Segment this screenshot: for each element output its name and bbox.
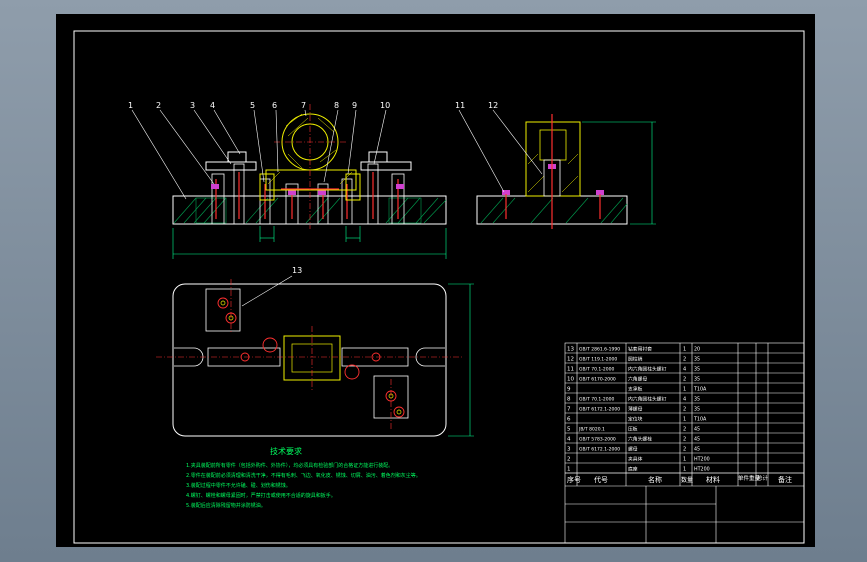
parts-cell-no: 4 xyxy=(567,437,571,443)
parts-cell-material: 35 xyxy=(694,367,700,373)
parts-cell-code: GB/T 6172.1-2000 xyxy=(579,447,620,453)
col-total-weight-label: 总计 xyxy=(757,474,769,482)
parts-cell-material: HT200 xyxy=(694,467,710,473)
tech-requirements-title: 技术要求 xyxy=(270,446,302,456)
tech-line-4: 4.螺钉、螺栓和螺母紧固时，严禁打击或使用不合适的旋具和扳手。 xyxy=(186,492,336,499)
parts-cell-no: 9 xyxy=(567,387,571,393)
parts-cell-no: 8 xyxy=(567,397,571,403)
tech-line-5: 5.装配后应清除残留物并涂防锈油。 xyxy=(186,502,266,509)
parts-cell-no: 5 xyxy=(567,427,571,433)
callout-6: 6 xyxy=(272,101,277,110)
parts-cell-material: 20 xyxy=(694,347,700,353)
parts-cell-name: 螺母 xyxy=(628,446,638,453)
parts-cell-code: GB/T 2861.6-1990 xyxy=(579,347,620,353)
front-view xyxy=(131,104,447,259)
parts-cell-material: 45 xyxy=(694,447,700,453)
callout-3: 3 xyxy=(190,101,195,110)
callout-8: 8 xyxy=(334,101,339,110)
parts-cell-qty: 2 xyxy=(683,447,686,453)
parts-cell-material: 35 xyxy=(694,377,700,383)
parts-cell-no: 11 xyxy=(567,367,574,373)
parts-cell-name: 底座 xyxy=(628,466,638,473)
callout-9: 9 xyxy=(352,101,357,110)
parts-cell-qty: 2 xyxy=(683,377,686,383)
parts-cell-name: 内六角圆柱头螺钉 xyxy=(628,396,667,403)
callout-4: 4 xyxy=(210,101,215,110)
parts-cell-qty: 4 xyxy=(683,367,686,373)
parts-cell-name: 六角螺母 xyxy=(628,376,647,383)
title-block-header: 序号 代号 名称 数量 材料 单件重量 总计 备注 xyxy=(567,474,792,484)
parts-cell-material: HT200 xyxy=(694,457,710,463)
callout-7: 7 xyxy=(301,101,306,110)
parts-cell-code: GB/T 70.1-2000 xyxy=(579,367,615,373)
tech-line-3: 3.装配过程中零件不允许磕、碰、划伤和锈蚀。 xyxy=(186,482,291,489)
parts-cell-no: 7 xyxy=(567,407,571,413)
parts-cell-qty: 1 xyxy=(683,347,686,353)
parts-cell-material: T10A xyxy=(693,387,707,393)
callout-12: 12 xyxy=(488,101,498,110)
parts-cell-qty: 2 xyxy=(683,427,686,433)
callout-1: 1 xyxy=(128,101,133,110)
parts-cell-name: 压板 xyxy=(628,426,638,433)
parts-cell-material: T10A xyxy=(693,417,707,423)
callout-10: 10 xyxy=(380,101,390,110)
parts-cell-material: 35 xyxy=(694,407,700,413)
callout-2: 2 xyxy=(156,101,161,110)
col-remark-label: 备注 xyxy=(778,475,792,484)
parts-cell-qty: 1 xyxy=(683,387,686,393)
parts-cell-no: 2 xyxy=(567,457,571,463)
parts-cell-name: 圆柱销 xyxy=(628,356,643,363)
parts-cell-material: 45 xyxy=(694,437,700,443)
parts-cell-code: GB/T 6172.1-2000 xyxy=(579,407,620,413)
col-code-label: 代号 xyxy=(594,475,608,484)
col-qty-label: 数量 xyxy=(681,476,693,484)
col-unit-weight-label: 单件重量 xyxy=(738,474,761,482)
parts-cell-no: 3 xyxy=(567,447,571,453)
parts-cell-no: 13 xyxy=(567,347,574,353)
side-view xyxy=(458,109,656,229)
tech-requirements: 1.夹具装配前所有零件（包括外购件、外协件），均必须具有检验部门的合格证方能进行… xyxy=(186,462,421,509)
parts-cell-name: 六角头螺栓 xyxy=(628,436,652,443)
col-material-label: 材料 xyxy=(706,475,720,484)
parts-cell-qty: 4 xyxy=(683,397,686,403)
tech-line-2: 2.零件在装配前必须清理和清洗干净，不得有毛刺、飞边、氧化皮、锈蚀、切屑、油污、… xyxy=(186,472,421,479)
parts-cell-name: 内六角圆柱头螺钉 xyxy=(628,366,667,373)
parts-cell-no: 1 xyxy=(567,467,571,473)
parts-cell-qty: 2 xyxy=(683,357,686,363)
callout-13: 13 xyxy=(292,266,302,275)
callout-5: 5 xyxy=(250,101,255,110)
parts-cell-name: 钻套用衬套 xyxy=(628,346,652,353)
callout-11: 11 xyxy=(455,101,465,110)
parts-cell-qty: 1 xyxy=(683,467,686,473)
parts-cell-qty: 1 xyxy=(683,417,686,423)
parts-cell-no: 6 xyxy=(567,417,571,423)
parts-cell-code: GB/T 6170-2000 xyxy=(579,377,616,383)
parts-cell-material: 45 xyxy=(694,427,700,433)
tech-line-1: 1.夹具装配前所有零件（包括外购件、外协件），均必须具有检验部门的合格证方能进行… xyxy=(186,462,393,469)
parts-cell-name: 夹具体 xyxy=(628,456,643,463)
plan-view xyxy=(156,275,474,437)
parts-cell-code: GB/T 119.1-2000 xyxy=(579,357,617,363)
parts-cell-name: 定位块 xyxy=(628,416,643,423)
parts-cell-no: 12 xyxy=(567,357,574,363)
parts-cell-material: 35 xyxy=(694,357,700,363)
parts-cell-name: 薄螺母 xyxy=(628,406,643,413)
parts-cell-qty: 1 xyxy=(683,457,686,463)
col-no-label: 序号 xyxy=(567,475,581,484)
parts-cell-qty: 2 xyxy=(683,437,686,443)
callouts: 1 2 3 4 5 6 7 8 9 10 11 12 13 xyxy=(128,101,498,275)
parts-cell-material: 35 xyxy=(694,397,700,403)
parts-cell-code: JB/T 8020.1 xyxy=(578,427,605,433)
parts-cell-qty: 2 xyxy=(683,407,686,413)
parts-cell-no: 10 xyxy=(567,377,574,383)
parts-cell-code: GB/T 5783-2000 xyxy=(579,437,616,443)
parts-cell-name: 支承板 xyxy=(628,386,643,393)
parts-cell-code: GB/T 70.1-2000 xyxy=(579,397,615,403)
col-name-label: 名称 xyxy=(648,475,662,484)
